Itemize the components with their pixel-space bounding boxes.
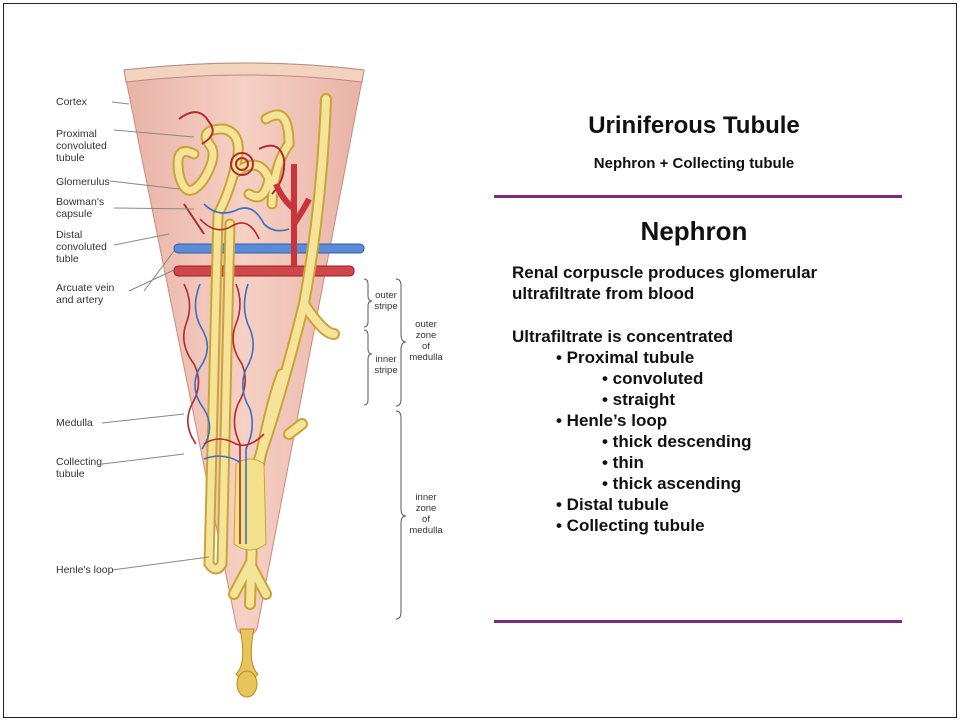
bullet-item: • Henle’s loop (512, 410, 817, 431)
bullet-list: • Proximal tubule• convoluted• straight•… (512, 347, 817, 536)
label-inner-stripe: inner stripe (372, 354, 400, 376)
label-cortex: Cortex (56, 96, 87, 108)
slide-subtitle: Nephron + Collecting tubule (494, 155, 894, 172)
slide: Cortex Proximal convoluted tubule Glomer… (3, 3, 957, 718)
section-heading: Nephron (494, 216, 894, 247)
arcuate-vein (174, 244, 364, 253)
divider-top (494, 195, 902, 198)
label-outer-stripe: outer stripe (372, 290, 400, 312)
label-proximal-convoluted-tubule: Proximal convoluted tubule (56, 128, 107, 164)
divider-bottom (494, 620, 902, 623)
zone-brackets (364, 279, 406, 619)
label-arcuate-vein-artery: Arcuate vein and artery (56, 282, 114, 306)
bullet-item: • thin (512, 452, 817, 473)
label-bowmans-capsule: Bowman's capsule (56, 196, 104, 220)
bullet-item: • convoluted (512, 368, 817, 389)
arcuate-artery (174, 266, 354, 276)
bullet-item: • Proximal tubule (512, 347, 817, 368)
label-inner-zone-of-medulla: inner zone of medulla (406, 492, 446, 536)
label-collecting-tubule: Collecting tubule (56, 456, 102, 480)
bullet-item: • straight (512, 389, 817, 410)
bullet-item: • thick descending (512, 431, 817, 452)
slide-title: Uriniferous Tubule (494, 112, 894, 140)
bullet-item: • Collecting tubule (512, 515, 817, 536)
bullet-item: • thick ascending (512, 473, 817, 494)
label-medulla: Medulla (56, 417, 93, 429)
paragraph-corpuscle: Renal corpuscle produces glomerular ultr… (512, 262, 817, 304)
label-henles-loop: Henle's loop (56, 564, 113, 576)
papillary-duct (234, 459, 266, 550)
paragraph-ultrafiltrate: Ultrafiltrate is concentrated (512, 326, 817, 347)
label-distal-convoluted-tuble: Distal convoluted tuble (56, 229, 107, 265)
bullet-item: • Distal tubule (512, 494, 817, 515)
label-glomerulus: Glomerulus (56, 176, 110, 188)
urine-drop (237, 671, 257, 697)
label-outer-zone-of-medulla: outer zone of medulla (406, 319, 446, 363)
body-text: Renal corpuscle produces glomerular ultr… (512, 262, 817, 536)
nephron-diagram: Cortex Proximal convoluted tubule Glomer… (4, 4, 484, 704)
